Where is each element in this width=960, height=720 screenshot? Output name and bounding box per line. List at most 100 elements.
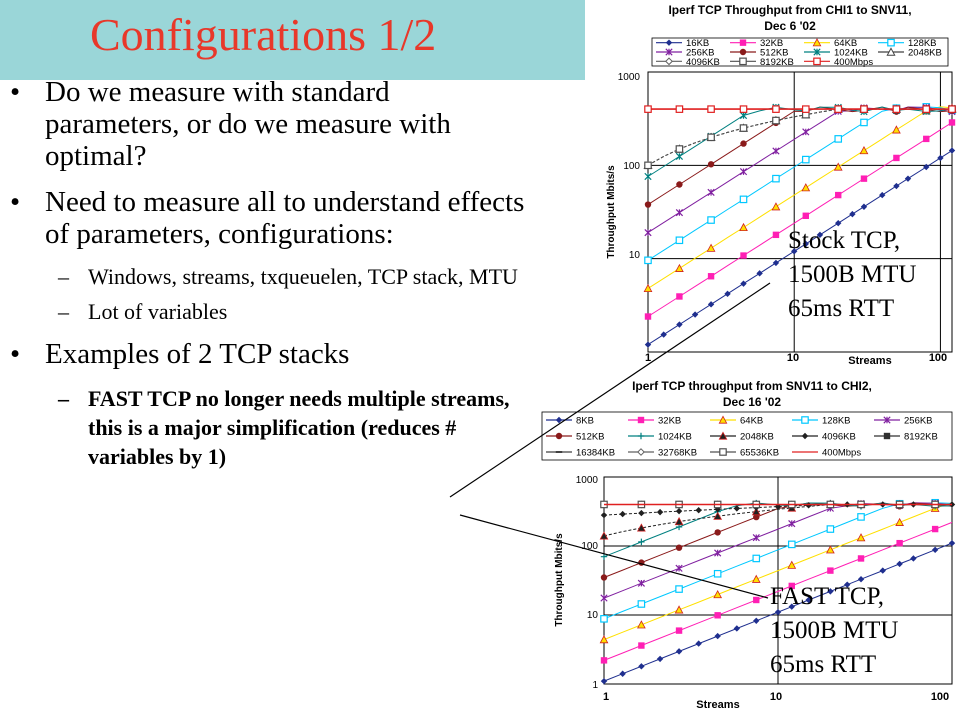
x-tick-label: 100 [931,691,949,703]
data-point [676,321,683,328]
legend-entry: 512KB [730,48,789,59]
legend-marker [886,47,896,56]
data-point [707,105,715,113]
data-point [707,188,715,197]
data-point [644,229,652,237]
chart-title-line-1: Iperf TCP Throughput from CHI1 to SNV11, [668,3,911,17]
data-point [675,585,683,593]
data-point [753,617,760,624]
data-point [676,293,683,300]
legend-entry: 65536KB [710,448,779,459]
data-point [753,596,760,604]
legend-marker [637,432,645,440]
data-point [948,539,956,547]
legend-entry: 1024KB [628,432,692,443]
data-point [879,567,886,574]
data-point [844,581,851,588]
series-16KB [644,147,956,348]
series-8KB [600,539,956,685]
series-32KB [600,521,953,664]
data-point [771,202,781,211]
data-point [695,640,702,647]
data-point [772,174,780,183]
data-point [860,175,868,182]
data-point [713,589,723,599]
chart-title-line-1: Iperf TCP throughput from SNV11 to CHI2, [632,379,872,393]
data-point [675,208,684,217]
data-point [600,553,608,560]
y-tick-label: 10 [587,610,599,621]
legend-label: 64KB [740,416,763,427]
data-point [643,283,653,293]
legend-entry: 4096KB [656,57,720,68]
data-point [753,513,760,521]
legend-entry: 32KB [730,38,783,49]
data-point [816,231,824,239]
data-point [893,154,900,162]
x-tick-label: 10 [787,352,799,364]
data-point [802,128,810,136]
data-point [849,210,856,218]
data-point [619,670,626,677]
data-point [896,560,903,568]
y-tick-label: 100 [581,541,598,552]
bullet-3: Examples of 2 TCP stacks [10,338,530,370]
y-tick-label: 1 [592,680,598,691]
data-point [802,212,809,219]
legend-label: 400Mbps [822,448,861,459]
legend-marker [719,448,727,456]
series-64KB [599,502,953,644]
data-point [706,243,716,252]
chart-2: Iperf TCP throughput from SNV11 to CHI2,… [541,379,956,711]
data-point [827,588,834,595]
data-point [937,154,944,162]
data-point [619,510,626,518]
data-point [752,534,760,542]
legend-marker [739,57,747,66]
y-axis-label: Throughput Mbits/s [554,533,565,627]
data-point [893,182,900,190]
legend-label: 1024KB [658,432,692,443]
series-400Mbps [644,105,956,113]
data-point [826,525,835,533]
legend-label: 8KB [576,416,594,427]
annotation-stock-line-2: 1500B MTU [788,261,917,288]
data-point [756,270,763,277]
y-tick-label: 1000 [618,72,641,83]
data-point [931,546,939,554]
legend-entry: 128KB [878,38,937,49]
legend-label: 512KB [576,432,605,443]
series-line [603,504,952,516]
data-point [860,105,868,113]
data-point [675,507,683,515]
legend-label: 16384KB [576,448,615,459]
legend-label: 32KB [658,416,681,427]
data-point [644,172,652,181]
data-point [751,574,761,583]
data-point [733,625,741,632]
legend-marker [665,39,673,46]
data-point [801,105,810,113]
legend-label: 32768KB [658,448,697,459]
data-point [860,118,868,127]
data-point [910,555,917,562]
data-point [600,594,608,602]
data-point [923,135,930,143]
data-point [739,124,748,132]
legend-label: 4096KB [686,57,720,68]
data-point [733,505,741,512]
data-point [772,147,780,155]
legend-marker [812,38,822,47]
data-point [695,507,702,514]
bullet-1: Do we measure with standard parameters, … [10,76,530,172]
data-point [714,632,721,640]
legend-entry: 2048KB [710,431,774,443]
data-point [674,605,684,614]
data-point [638,663,645,670]
legend-label: 2048KB [908,48,942,59]
legend-label: 1024KB [834,48,868,59]
data-point [707,133,715,142]
data-point [724,290,731,298]
data-point [860,203,868,210]
annotation-stock-line-1: Stock TCP, [788,227,901,254]
